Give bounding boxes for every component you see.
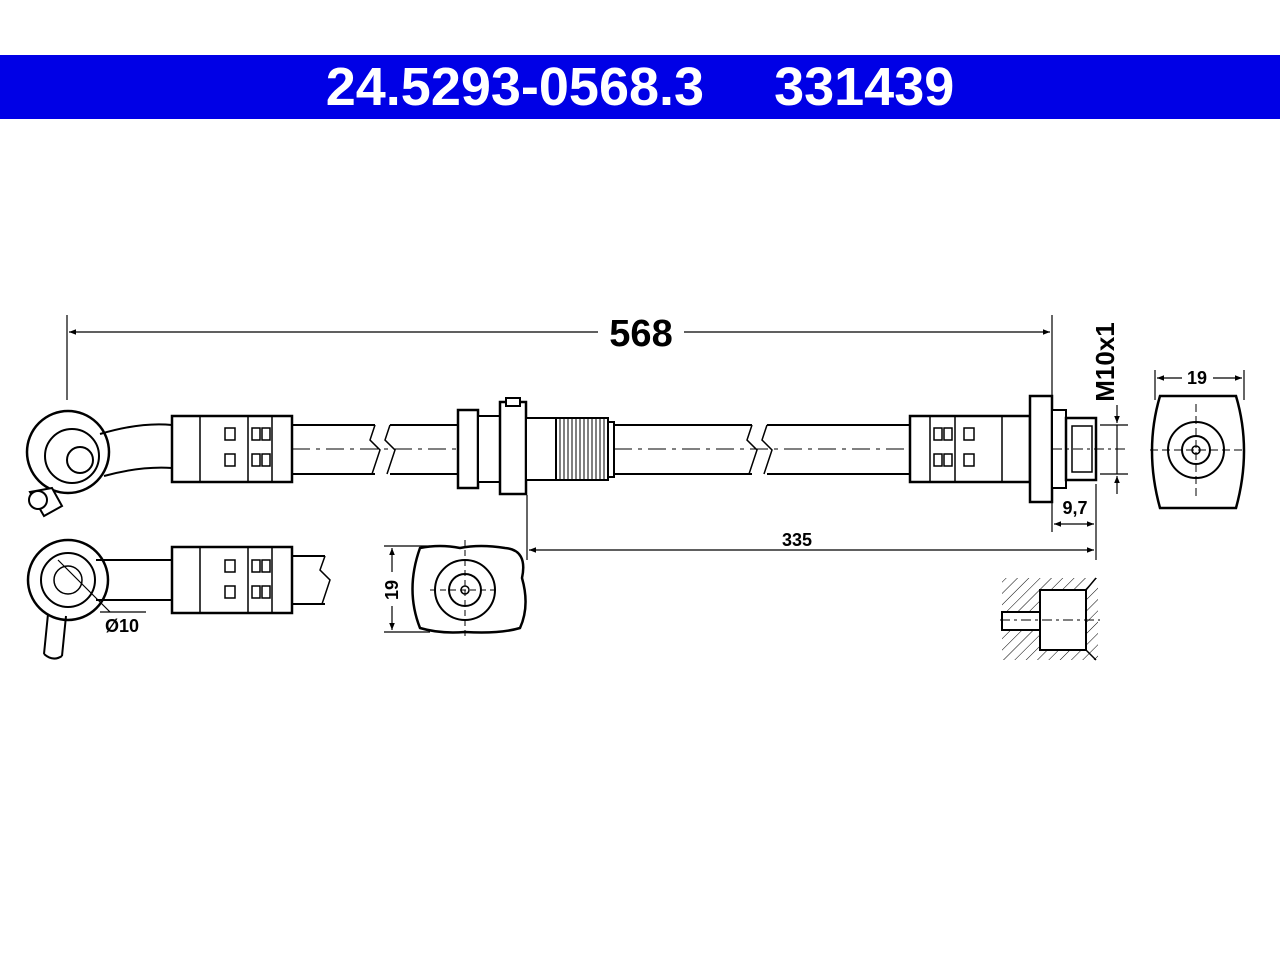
label-partial-length: 335: [782, 530, 812, 550]
label-eye-diameter: Ø10: [105, 616, 139, 636]
banjo-fitting-top: [25, 409, 173, 518]
banjo-fitting-bottom: [26, 538, 172, 660]
reference-number: 331439: [774, 57, 955, 117]
label-thread: M10x1: [1090, 322, 1120, 402]
crimp-ferrule-left: [170, 414, 294, 484]
crimp-ferrule-right: [908, 414, 1032, 484]
end-view-middle: [384, 540, 527, 640]
section-detail: [1000, 577, 1100, 661]
part-number: 24.5293-0568.3: [325, 57, 705, 117]
bracket-fitting-center: [456, 397, 615, 496]
label-mid-width: 19: [382, 580, 402, 600]
header-bar: 24.5293-0568.3 331439: [0, 55, 1280, 119]
male-fitting-right: [1028, 394, 1128, 504]
label-fitting-offset: 9,7: [1062, 498, 1087, 518]
dimension-partial-length: [526, 495, 1097, 560]
label-end-width: 19: [1187, 368, 1207, 388]
dimension-overall-length: [66, 315, 1053, 400]
label-overall-length: 568: [609, 313, 672, 355]
hose-segment-right: [614, 424, 910, 475]
dimension-thread: [1100, 405, 1128, 494]
end-view-right: [1150, 370, 1246, 510]
dimension-fitting-offset: [1051, 484, 1097, 532]
hose-segment-left: [292, 424, 458, 475]
crimp-ferrule-lower: [170, 545, 331, 615]
